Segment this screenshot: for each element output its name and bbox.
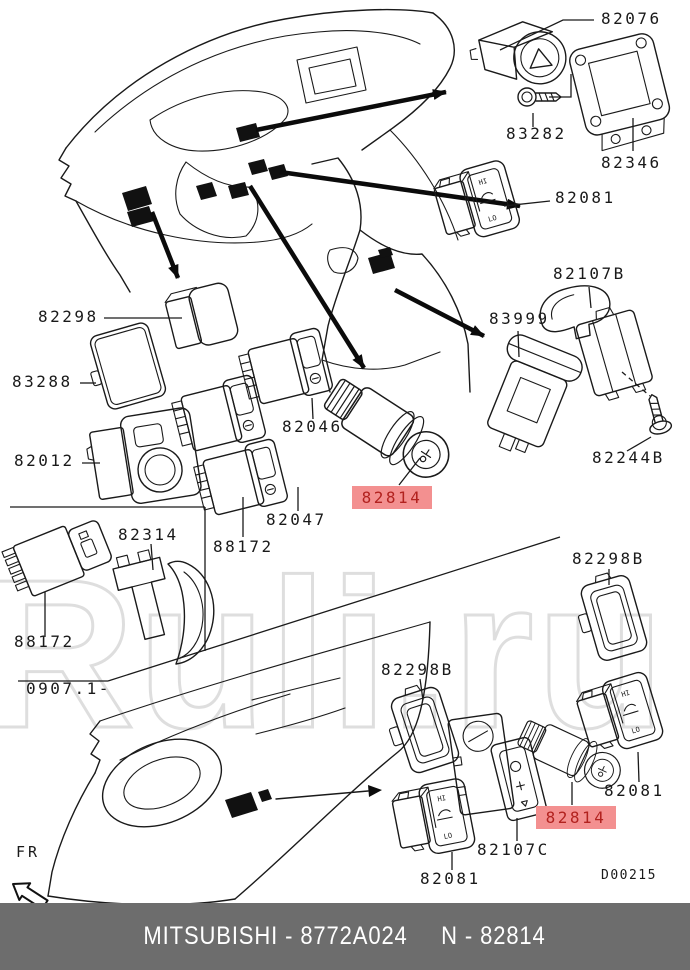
part-drawing-82314 — [112, 549, 166, 641]
section-divider-lines — [10, 506, 561, 682]
part-drawing-82047 — [190, 437, 290, 522]
part-drawing-82076 — [469, 21, 567, 85]
part-callout-88172-mid: 88172 — [213, 537, 274, 556]
part-callout-82298B-left: 82298B — [381, 660, 454, 679]
part-drawing-82244B — [640, 391, 674, 437]
part-callout-82107C: 82107C — [477, 840, 550, 859]
part-callout-82244B: 82244B — [592, 448, 665, 467]
part-drawing-82107B — [539, 285, 653, 401]
part-callout-82047: 82047 — [266, 510, 327, 529]
footer-brand-and-code: MITSUBISHI - 8772A024 — [143, 922, 409, 950]
part-callout-82046: 82046 — [282, 417, 343, 436]
applicability-date-code: 0907.1- — [26, 679, 111, 698]
dashboard-upper-view — [58, 8, 471, 393]
location-arrows — [149, 89, 521, 370]
part-drawing-82107C — [447, 712, 548, 822]
part-drawing-switch-mid — [168, 373, 268, 458]
part-callout-82081-right: 82081 — [604, 781, 665, 800]
part-drawing-82012 — [86, 407, 202, 504]
drawing-number: D00215 — [601, 868, 657, 883]
part-callout-82081-bottom: 82081 — [420, 869, 481, 888]
fr-marker-label: FR — [16, 843, 41, 861]
part-drawing-82081-bottom — [389, 776, 477, 861]
part-callout-82298: 82298 — [38, 307, 99, 326]
part-drawing-82346 — [569, 33, 671, 152]
part-drawing-82081-top — [430, 158, 523, 248]
callout-leader-lines — [44, 19, 652, 870]
part-callout-82346: 82346 — [601, 153, 662, 172]
part-drawing-88172 — [0, 512, 116, 602]
part-drawing-82298 — [164, 282, 239, 350]
part-callout-82298B-top: 82298B — [572, 549, 645, 568]
part-drawing-83999 — [487, 334, 583, 454]
part-callout-82814-selected[interactable]: 82814 — [352, 486, 432, 509]
part-drawing-trim-bezel — [167, 560, 215, 665]
part-callout-82012: 82012 — [14, 451, 75, 470]
footer-bar: MITSUBISHI - 8772A024 N - 82814 — [0, 903, 690, 970]
part-callout-82814-selected-lower[interactable]: 82814 — [536, 806, 616, 829]
footer-part-number: N - 82814 — [441, 922, 547, 950]
part-callout-83282: 83282 — [506, 124, 567, 143]
part-callout-82314: 82314 — [118, 525, 179, 544]
part-callout-83288: 83288 — [12, 372, 73, 391]
part-callout-82081-top: 82081 — [555, 188, 616, 207]
part-drawing-83288 — [89, 322, 167, 410]
part-callout-83999: 83999 — [489, 309, 550, 328]
part-callout-82076: 82076 — [601, 9, 662, 28]
part-callout-82107B: 82107B — [553, 264, 626, 283]
watermark: Ruli.ru — [0, 548, 668, 772]
part-callout-88172-left: 88172 — [14, 632, 75, 651]
dashboard-lower-view — [47, 621, 431, 906]
